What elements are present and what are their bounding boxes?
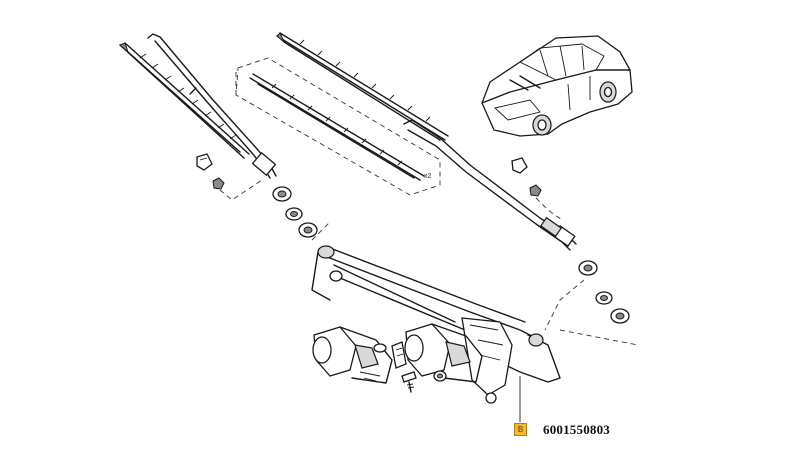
wiper-motor-exploded[interactable] [312, 326, 393, 384]
right-pivot-washers[interactable] [578, 260, 630, 324]
part-number-label[interactable]: 6001550803 [543, 422, 610, 437]
lower-wiper-blade[interactable]: x2 [249, 73, 432, 181]
sedan-car-icon [481, 35, 633, 137]
scale-note: x2 [424, 173, 432, 180]
right-arm-cap[interactable] [511, 157, 528, 174]
right-arm-nut[interactable] [529, 184, 542, 197]
motor-bracket[interactable] [461, 317, 513, 404]
upper-wiper-blade[interactable] [276, 32, 449, 141]
left-wiper-arm[interactable] [147, 33, 277, 179]
wiper-motor-installed[interactable] [404, 323, 483, 383]
blade-group-outline [235, 57, 441, 196]
right-wiper-arm[interactable] [403, 119, 577, 251]
left-arm-nut[interactable] [212, 177, 225, 190]
left-pivot-washers[interactable] [272, 186, 318, 238]
left-arm-cap[interactable] [196, 153, 213, 171]
mounting-screw[interactable] [401, 371, 417, 393]
callout-marker[interactable]: B [514, 423, 527, 436]
left-wiper-blade[interactable] [119, 42, 250, 159]
motor-connector[interactable] [391, 341, 407, 369]
